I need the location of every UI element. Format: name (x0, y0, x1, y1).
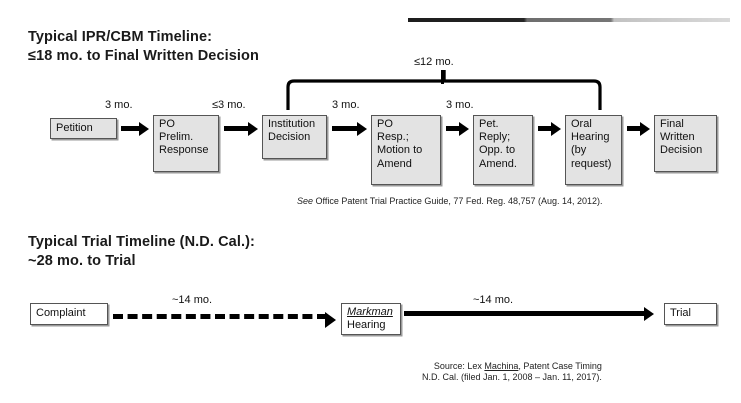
duration-label-po-prelim-to-institution: ≤3 mo. (212, 99, 246, 111)
node-petition[interactable]: Petition (50, 118, 117, 139)
trial-citation-line-2: N.D. Cal. (filed Jan. 1, 2008 – Jan. 11,… (422, 372, 602, 382)
node-complaint[interactable]: Complaint (30, 303, 108, 325)
arrow-institution-to-po-resp (332, 121, 367, 136)
node-petitioner-reply-opposition[interactable]: Pet. Reply; Opp. to Amend. (473, 115, 533, 185)
arrow-oral-hearing-to-final-decision (627, 121, 650, 136)
ipr-section-subtitle-text: 18 mo. to Final Written Decision (36, 48, 259, 64)
trial-section-subtitle: ~28 mo. to Trial (28, 253, 136, 269)
duration-label-markman-to-trial: ~14 mo. (473, 294, 514, 306)
trial-citation-source-suffix: , Patent Case Timing (518, 361, 602, 371)
span-bracket-tick (441, 70, 444, 84)
ipr-citation-text: Office Patent Trial Practice Guide, 77 F… (313, 196, 603, 206)
node-trial[interactable]: Trial (664, 303, 717, 325)
ipr-citation: See Office Patent Trial Practice Guide, … (297, 196, 603, 207)
trial-citation-source-name: Machina (484, 361, 519, 371)
markman-hearing-label: Hearing (347, 319, 386, 332)
twelve-month-span-bracket (286, 70, 602, 110)
trial-citation: Source: Lex Machina, Patent Case Timing … (422, 361, 602, 383)
duration-label-complaint-to-markman: ~14 mo. (172, 294, 213, 306)
markman-italic-label: Markman (347, 306, 393, 318)
duration-label-petition-to-po-prelim: 3 mo. (105, 99, 133, 111)
node-institution-decision[interactable]: Institution Decision (262, 115, 327, 159)
arrow-po-resp-to-pet-reply (446, 121, 469, 136)
arrow-petition-to-po-prelim (121, 121, 149, 136)
ipr-section-title: Typical IPR/CBM Timeline: (28, 29, 213, 45)
less-equal-glyph: ≤ (28, 48, 37, 64)
duration-label-po-resp-to-pet-reply: 3 mo. (446, 99, 474, 111)
node-po-response-motion-to-amend[interactable]: PO Resp.; Motion to Amend (371, 115, 441, 185)
duration-label-institution-to-po-resp: 3 mo. (332, 99, 360, 111)
trial-citation-source-prefix: Source: Lex (433, 361, 485, 371)
arrow-pet-reply-to-oral-hearing (538, 121, 561, 136)
node-po-preliminary-response[interactable]: PO Prelim. Response (153, 115, 219, 172)
node-final-written-decision[interactable]: Final Written Decision (654, 115, 717, 172)
top-gradient-rule (408, 18, 730, 22)
trial-section-title: Typical Trial Timeline (N.D. Cal.): (28, 234, 255, 250)
ipr-citation-signal: See (297, 196, 314, 206)
span-label-12-months: ≤12 mo. (414, 56, 454, 68)
arrow-complaint-to-markman-dashed (113, 312, 336, 328)
arrow-markman-to-trial (404, 306, 654, 321)
arrow-po-prelim-to-institution (224, 121, 258, 136)
ipr-section-subtitle: ≤18 mo. to Final Written Decision (28, 47, 259, 66)
node-oral-hearing[interactable]: Oral Hearing (by request) (565, 115, 622, 185)
trial-citation-line-1: Source: Lex Machina, Patent Case Timing (422, 361, 602, 372)
